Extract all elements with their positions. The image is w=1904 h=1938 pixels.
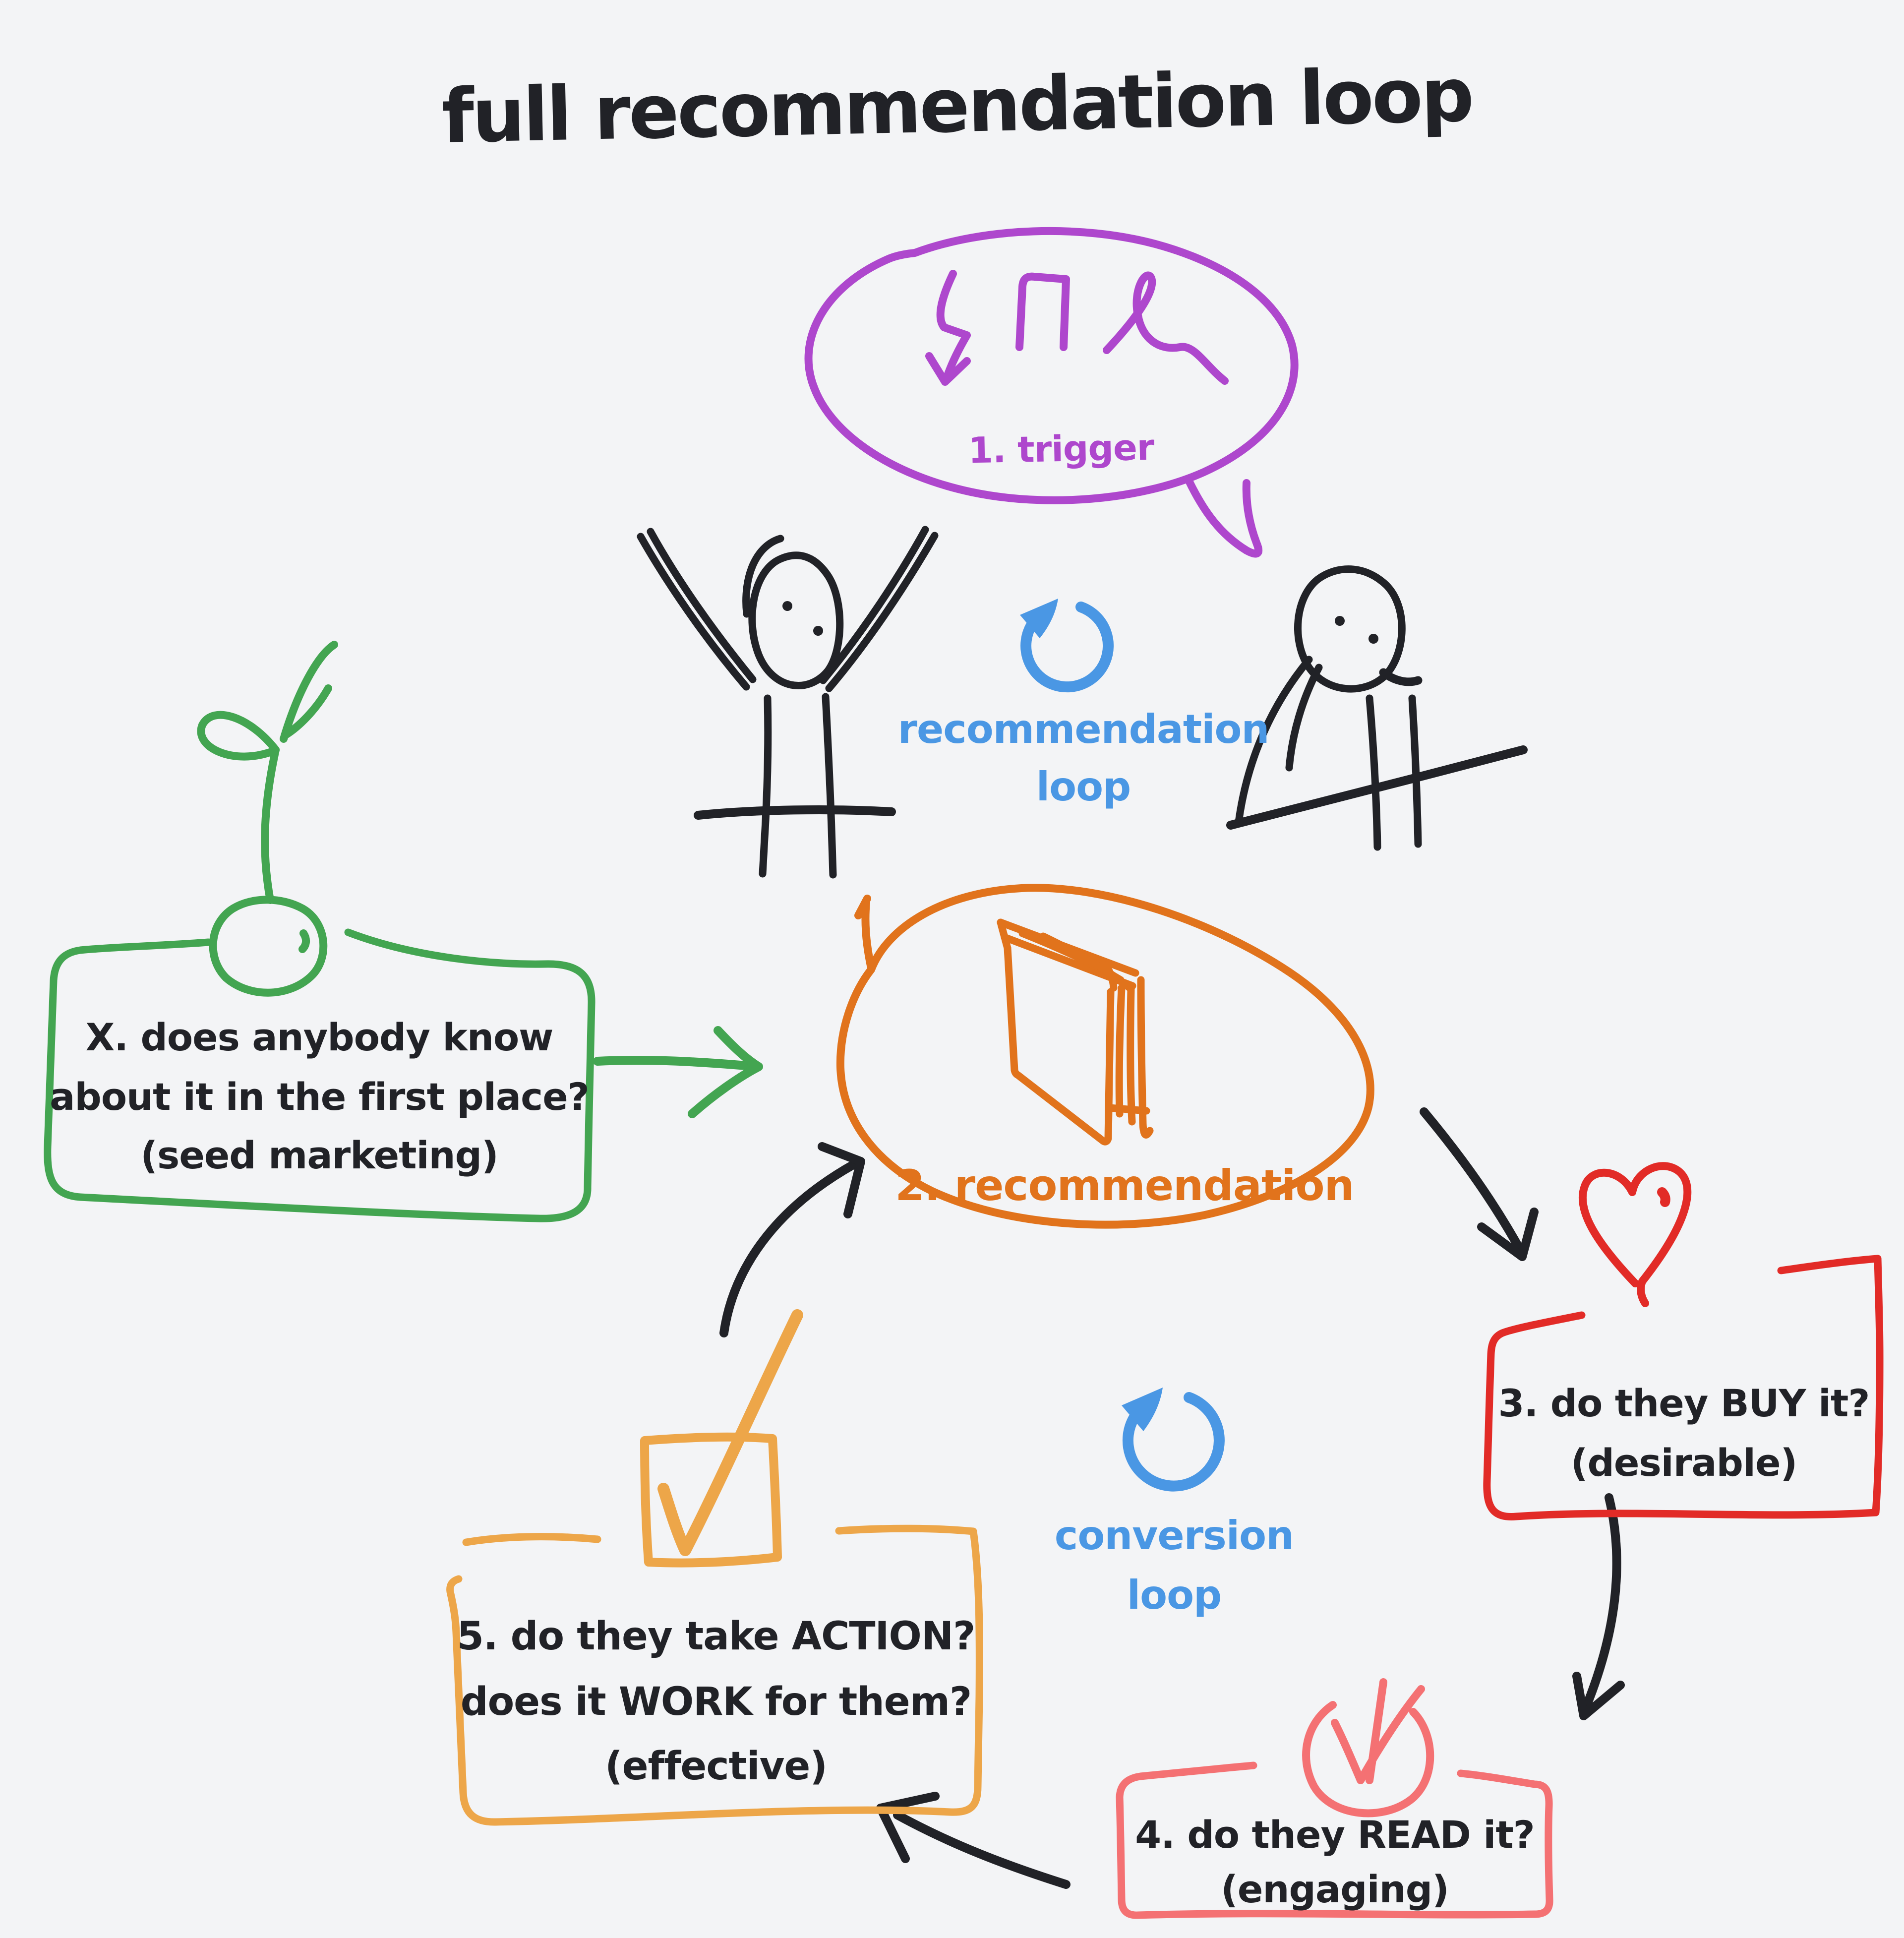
trigger-scribble-loop-icon — [1103, 271, 1229, 385]
seed-box-text: X. does anybody know about it in the fir… — [50, 1015, 590, 1177]
stick-figure-excited-eyes — [782, 601, 823, 636]
read-box — [1116, 1761, 1553, 1919]
stick-figure-reading-eyes — [1335, 616, 1378, 644]
recommendation-loop-label-line1: recommendation — [898, 706, 1269, 752]
conversion-loop-label-line1: conversion — [1055, 1513, 1294, 1559]
buy-box-text: 3. do they BUY it? (desirable) — [1498, 1381, 1870, 1485]
trigger-scribble-lightning-icon — [925, 270, 971, 386]
stick-figure-reading — [1226, 565, 1528, 851]
buy-box-line2: (desirable) — [1571, 1441, 1797, 1485]
recommendation-label: 2. recommendation — [895, 1161, 1354, 1211]
arrow-action-to-recommendation — [719, 1142, 865, 1337]
circled-check-icon — [1302, 1678, 1434, 1817]
action-box — [446, 1524, 983, 1826]
conversion-loop-arrow-icon — [1122, 1388, 1225, 1492]
heart-icon — [1579, 1162, 1692, 1307]
trigger-label: 1. trigger — [968, 426, 1155, 472]
action-box-line2: does it WORK for them? — [461, 1680, 971, 1724]
sprout-icon — [197, 641, 338, 997]
action-box-line3: (effective) — [605, 1744, 827, 1789]
action-box-text: 5. do they take ACTION? does it WORK for… — [457, 1614, 976, 1789]
action-box-line1: 5. do they take ACTION? — [457, 1614, 975, 1659]
seed-box-line2: about it in the first place? — [50, 1075, 589, 1119]
checkbox-icon — [640, 1309, 803, 1568]
conversion-loop-label: conversion loop — [1055, 1513, 1294, 1618]
read-box-line2: (engaging) — [1221, 1867, 1449, 1911]
arrow-recommendation-to-buy — [1420, 1107, 1539, 1261]
read-box-line1: 4. do they READ it? — [1135, 1813, 1535, 1857]
buy-box — [1483, 1255, 1884, 1520]
arrow-buy-to-read — [1572, 1493, 1625, 1720]
stick-figure-excited — [637, 526, 939, 879]
recommendation-loop-arrow-icon — [1020, 599, 1114, 693]
trigger-speech-bubble — [804, 227, 1299, 558]
recommendation-loop-label-line2: loop — [1036, 764, 1131, 810]
arrow-seed-to-recommendation — [593, 1026, 763, 1118]
conversion-loop-label-line2: loop — [1127, 1572, 1222, 1618]
seed-box-line3: (seed marketing) — [140, 1133, 498, 1177]
trigger-scribble-gate-icon — [1015, 272, 1070, 351]
buy-box-line1: 3. do they BUY it? — [1498, 1381, 1870, 1425]
recommendation-ellipse — [836, 884, 1374, 1229]
seed-box-line1: X. does anybody know — [86, 1015, 553, 1059]
read-box-text: 4. do they READ it? (engaging) — [1135, 1813, 1535, 1911]
recommendation-loop-label: recommendation loop — [898, 706, 1270, 810]
seed-marketing-box — [44, 928, 595, 1222]
book-icon — [997, 918, 1154, 1146]
